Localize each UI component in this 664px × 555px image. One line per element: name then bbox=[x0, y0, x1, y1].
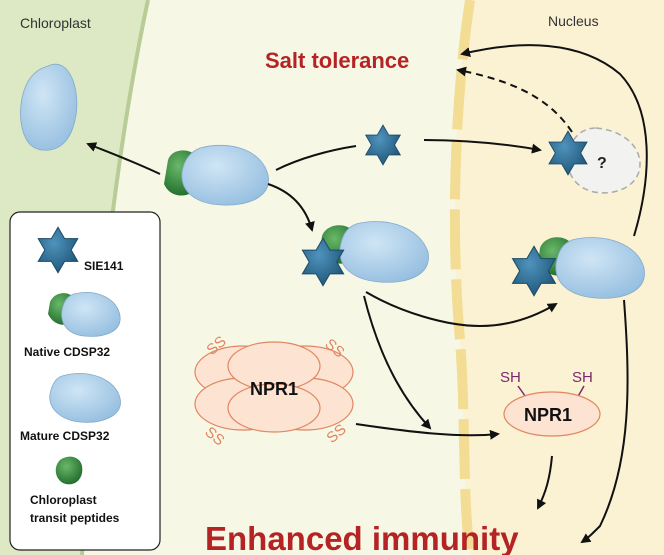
complex-salt-tolerance-arrow bbox=[460, 44, 648, 237]
nuclear-import-arrow bbox=[423, 139, 542, 154]
legend-label-mature-cdsp32: Mature CDSP32 bbox=[20, 429, 110, 443]
npr1-monomer: SH SH NPR1 bbox=[500, 369, 601, 437]
protein-shape bbox=[181, 144, 269, 206]
enhanced-immunity-label: Enhanced immunity bbox=[205, 520, 519, 555]
nucleus-cdsp32-complex bbox=[512, 237, 645, 299]
legend-label-sie141: SIE141 bbox=[84, 259, 124, 273]
legend-label-transit-peptides-line2: transit peptides bbox=[30, 511, 120, 525]
nucleus-star-unknown-complex: ? bbox=[548, 127, 641, 194]
mature-protein-icon bbox=[49, 373, 121, 423]
thiol-group-label: SH bbox=[500, 369, 521, 386]
complex-immunity-arrow bbox=[580, 299, 629, 544]
npr1-subunit bbox=[227, 383, 321, 433]
nucleus-label: Nucleus bbox=[548, 13, 599, 29]
npr1-oligomer-label: NPR1 bbox=[250, 379, 298, 399]
chloroplast-mature-cdsp32 bbox=[20, 63, 78, 151]
import-arrow bbox=[86, 142, 161, 175]
unknown-partner-label: ? bbox=[597, 155, 607, 172]
transit-peptide-icon bbox=[55, 456, 83, 485]
npr1-monomer-shape bbox=[503, 391, 601, 437]
pathway-arrows bbox=[86, 44, 648, 544]
unknown-salt-tolerance-arrow bbox=[456, 66, 573, 133]
legend-label-transit-peptides-line1: Chloroplast bbox=[30, 493, 97, 507]
npr1-monomer-label: NPR1 bbox=[524, 405, 572, 425]
complex-translocation-arrow bbox=[365, 291, 558, 328]
protein-shape bbox=[339, 221, 429, 283]
salt-tolerance-label: Salt tolerance bbox=[265, 48, 409, 73]
thiol-group-label: SH bbox=[572, 369, 593, 386]
npr1-release-arrow bbox=[363, 295, 432, 430]
legend: SIE141 Native CDSP32 Mature CDSP32 Chlor… bbox=[9, 211, 161, 551]
binding-arrow bbox=[267, 183, 315, 232]
cytoplasm-native-cdsp32 bbox=[164, 144, 269, 206]
npr1-oligomer: NPR1 SS SS SS SS bbox=[194, 333, 354, 449]
native-protein-icon bbox=[48, 292, 121, 337]
legend-label-native-cdsp32: Native CDSP32 bbox=[24, 345, 110, 359]
npr1-immunity-arrow bbox=[537, 455, 553, 510]
chloroplast-label: Chloroplast bbox=[20, 15, 91, 31]
cytoplasm-complex bbox=[301, 221, 429, 287]
binding-arrow bbox=[275, 145, 357, 171]
npr1-monomerization-arrow bbox=[355, 423, 500, 440]
protein-shape bbox=[555, 237, 645, 299]
